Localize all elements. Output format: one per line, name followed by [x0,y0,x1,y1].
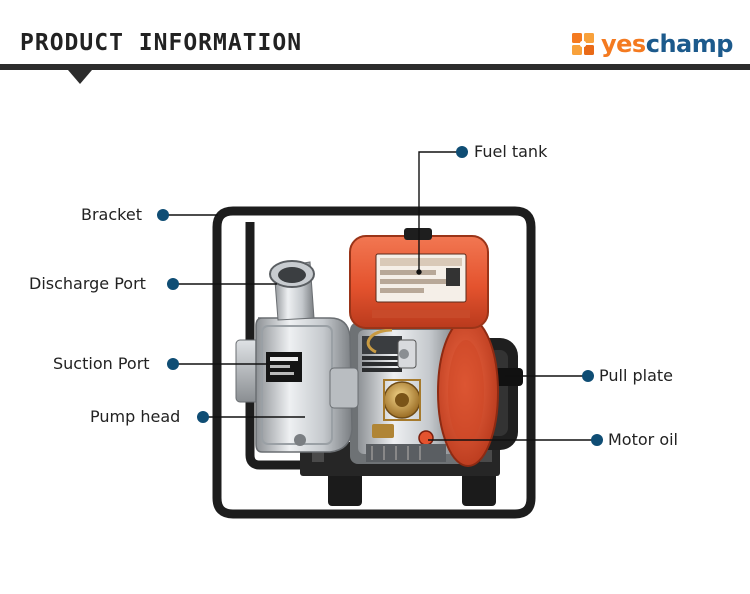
puzzle-logo-icon [572,33,594,55]
pump-head [235,317,359,453]
front-right-foot [462,470,496,506]
callout-motor-oil: Motor oil [608,430,678,449]
logo-champ-text: champ [645,30,734,58]
flywheel-cover [437,317,499,467]
brand-logo: yeschamp [572,31,733,57]
logo-yes-text: yes [601,30,646,58]
water-pump-illustration [212,206,536,519]
callout-bracket: Bracket [81,205,142,224]
header-pointer [68,70,92,84]
fuel-tank-leader [418,151,460,272]
pump-head-dot [197,411,209,423]
logo-wordmark: yeschamp [601,32,733,56]
fuel-cap [404,228,432,240]
front-left-foot [328,470,362,506]
callout-leaders [163,151,596,441]
callout-suction-port: Suction Port [53,354,150,373]
callout-pump-head: Pump head [90,407,181,426]
bracket-frame [212,206,536,519]
discharge-port-dot [167,278,179,290]
engine-block [350,322,468,464]
pull-plate-dot [582,370,594,382]
suction-port-dot [167,358,179,370]
callout-pull-plate: Pull plate [599,366,674,385]
motor-oil-cap [418,430,434,446]
callout-discharge-port: Discharge Port [29,274,146,293]
bracket-dot [157,209,169,221]
discharge-port [269,260,315,321]
motor-oil-dot [591,434,603,446]
page-header: PRODUCT INFORMATION yeschamp [0,0,750,90]
fuel-tank [349,228,489,329]
callout-dots [157,146,603,446]
fuel-tank-dot [456,146,468,158]
header-rule [0,64,750,70]
callout-fuel-tank: Fuel tank [474,142,548,161]
page-title: PRODUCT INFORMATION [20,30,303,56]
